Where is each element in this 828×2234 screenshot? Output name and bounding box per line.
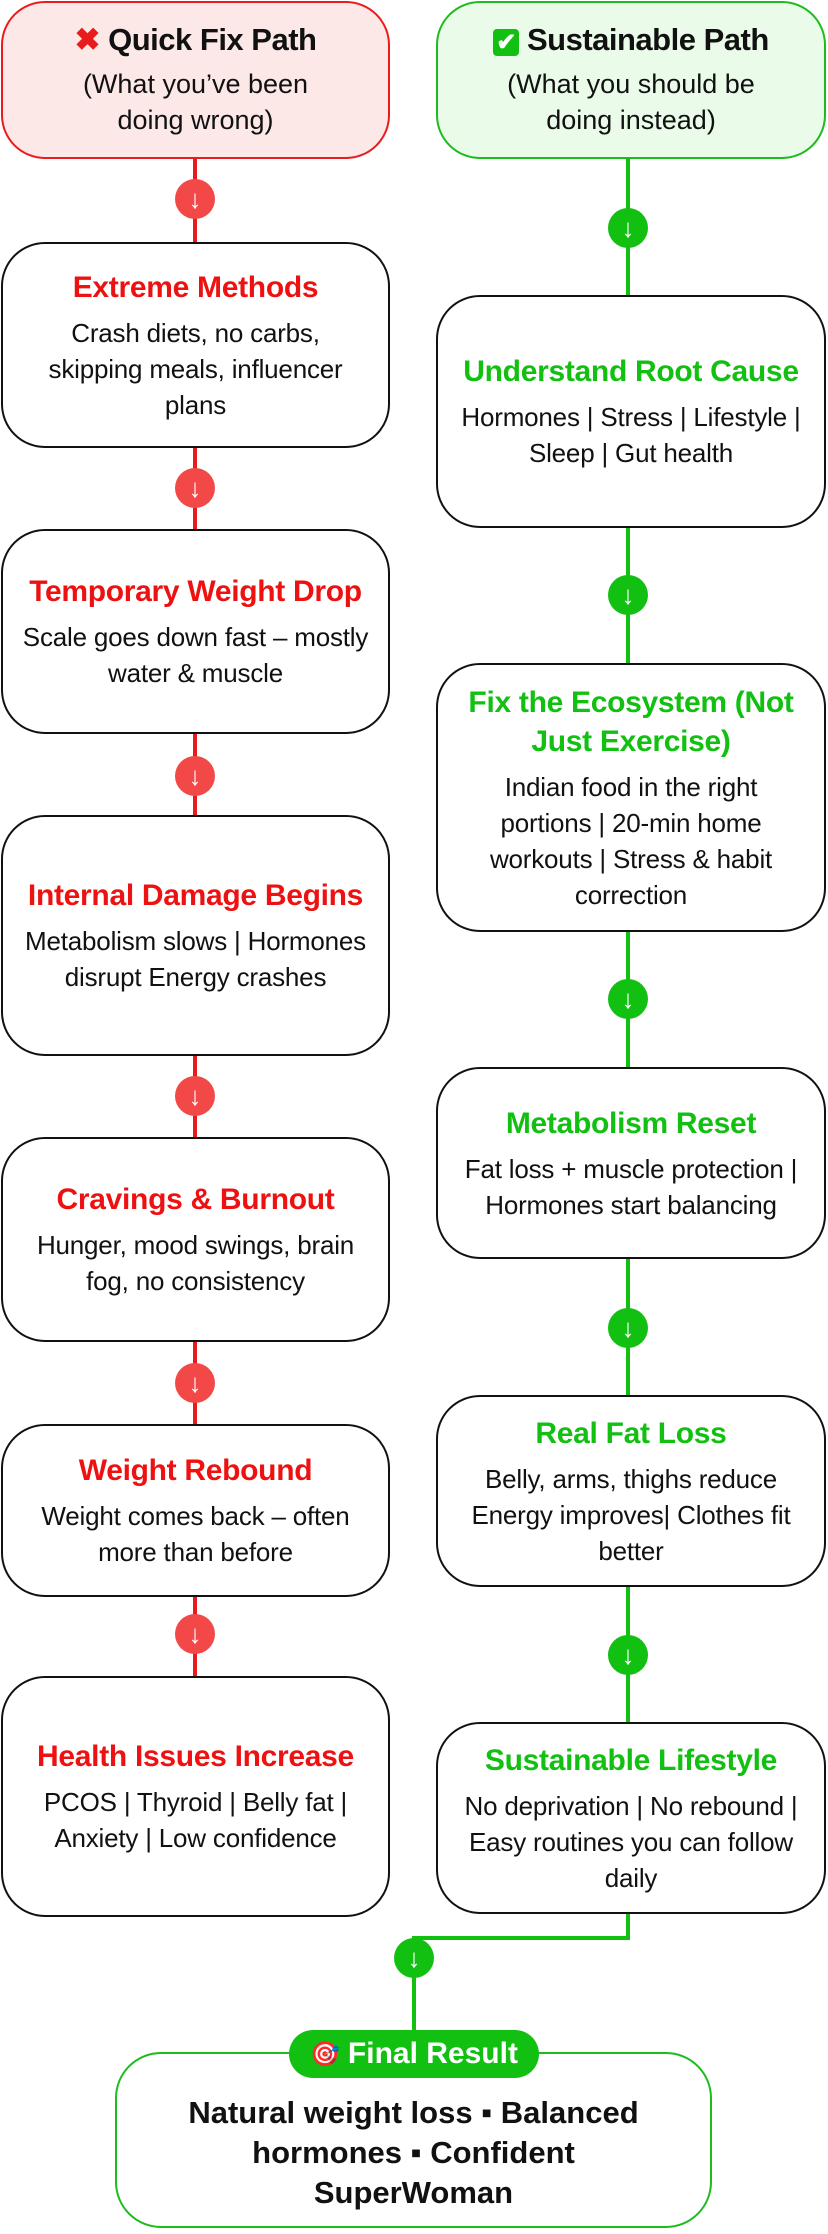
final-result-label: Final Result xyxy=(347,2037,518,2070)
arrow-down-icon: ↓ xyxy=(608,1635,648,1675)
sustainable-title: Sustainable Path xyxy=(526,22,769,57)
step-description: Belly, arms, thighs reduce Energy improv… xyxy=(471,1463,791,1566)
sustainable-header: ✔ Sustainable Path (What you should be d… xyxy=(436,1,826,159)
quick-fix-subtitle: (What you’ve been doing wrong) xyxy=(82,69,309,135)
arrow-down-icon: ↓ xyxy=(394,1938,434,1978)
step-title: Weight Rebound xyxy=(78,1454,313,1487)
check-mark-icon: ✔ xyxy=(493,29,519,56)
step-title: Fix the Ecosystem (Not Just Exercise) xyxy=(468,685,794,758)
arrow-down-icon: ↓ xyxy=(175,1614,215,1654)
arrow-down-icon: ↓ xyxy=(175,1076,215,1116)
step-title: Metabolism Reset xyxy=(505,1106,757,1140)
step-description: PCOS | Thyroid | Belly fat | Anxiety | L… xyxy=(43,1787,348,1853)
step-description: Scale goes down fast – mostly water & mu… xyxy=(22,622,369,688)
sustainable-connector-line xyxy=(626,159,630,1940)
final-connector-horizontal xyxy=(412,1936,630,1940)
target-icon: 🎯 xyxy=(310,2040,340,2068)
arrow-down-icon: ↓ xyxy=(608,979,648,1019)
step-description: Indian food in the right portions | 20-m… xyxy=(489,771,773,910)
step-title: Sustainable Lifestyle xyxy=(484,1743,778,1777)
step-title: Understand Root Cause xyxy=(463,355,799,388)
final-connector-vertical xyxy=(412,1936,416,2036)
arrow-down-icon: ↓ xyxy=(175,468,215,508)
step-description: No deprivation | No rebound | Easy routi… xyxy=(464,1790,798,1893)
step-description: Metabolism slows | Hormones disrupt Ener… xyxy=(25,926,366,992)
step-description: Crash diets, no carbs, skipping meals, i… xyxy=(48,317,343,420)
arrow-down-icon: ↓ xyxy=(175,1363,215,1403)
step-title: Extreme Methods xyxy=(72,270,319,304)
sustainable-subtitle: (What you should be doing instead) xyxy=(507,69,755,135)
sustainable-title-row: ✔ Sustainable Path xyxy=(493,22,769,58)
step-title: Internal Damage Begins xyxy=(27,879,364,912)
quick-fix-header: ✖ Quick Fix Path (What you’ve been doing… xyxy=(1,1,390,159)
final-result-badge: 🎯 Final Result xyxy=(289,2030,539,2078)
arrow-down-icon: ↓ xyxy=(608,1308,648,1348)
arrow-down-icon: ↓ xyxy=(608,208,648,248)
step-title: Real Fat Loss xyxy=(535,1416,727,1450)
sustainable-step-box: Sustainable Lifestyle No deprivation | No… xyxy=(436,1722,826,1914)
arrow-down-icon: ↓ xyxy=(608,575,648,615)
final-result-box: Natural weight loss ▪ Balanced hormones … xyxy=(115,2052,712,2228)
step-description: Hunger, mood swings, brain fog, no consi… xyxy=(36,1230,355,1296)
quick-fix-title-row: ✖ Quick Fix Path xyxy=(75,22,317,58)
step-description: Hormones | Stress | Lifestyle | Sleep | … xyxy=(461,402,801,468)
step-description: Fat loss + muscle protection | Hormones … xyxy=(464,1153,798,1220)
arrow-down-icon: ↓ xyxy=(175,179,215,219)
cross-mark-icon: ✖ xyxy=(74,22,101,57)
step-title: Temporary Weight Drop xyxy=(29,575,362,608)
quick-fix-title: Quick Fix Path xyxy=(108,22,317,57)
step-title: Health Issues Increase xyxy=(37,1740,354,1773)
final-result-text: Natural weight loss ▪ Balanced hormones … xyxy=(188,2095,639,2210)
step-description: Weight comes back – often more than befo… xyxy=(41,1501,350,1567)
step-title: Cravings & Burnout xyxy=(56,1183,335,1216)
sustainable-step-box: Fix the Ecosystem (Not Just Exercise) Ind… xyxy=(436,663,826,932)
arrow-down-icon: ↓ xyxy=(175,756,215,796)
